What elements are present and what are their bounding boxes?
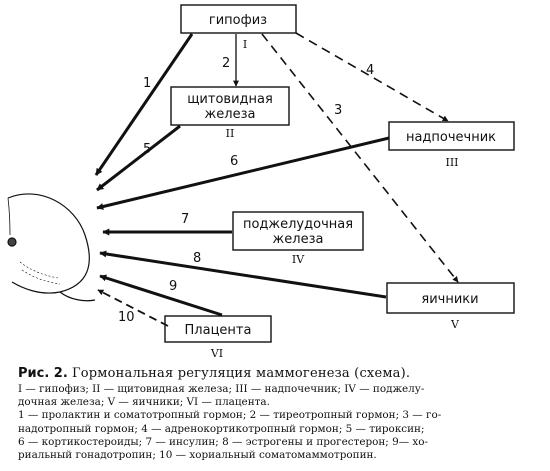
pituitary-roman: I	[243, 38, 247, 51]
arrow-number-4: 4	[366, 63, 374, 78]
caption-line-2: дочная железа; V — яичники; VI — плацент…	[18, 396, 270, 409]
arrow-10	[97, 289, 169, 327]
pancreas-label-line2: железа	[273, 232, 324, 247]
arrow-number-9: 9	[169, 279, 177, 294]
breast-illustration	[7, 193, 96, 302]
pancreas-label-line1: поджелудочная	[243, 217, 353, 232]
arrow-numbers: 1 2 3 4 5 6 7 8 9 10	[118, 56, 374, 325]
arrow-number-7: 7	[181, 212, 189, 227]
box-ovaries: яичники V	[386, 282, 515, 331]
box-placenta: Плацента VI	[164, 315, 272, 360]
caption-line-5: 6 — кортикостероиды; 7 — инсулин; 8 — эс…	[18, 435, 429, 448]
arrow-number-1: 1	[143, 76, 151, 91]
arrow-9	[99, 274, 223, 317]
placenta-roman: VI	[210, 347, 223, 360]
caption-title-line: Рис. 2. Гормональная регуляция маммогене…	[18, 366, 542, 382]
caption-line-4: надотропный гормон; 4 — адренокортикотро…	[18, 422, 425, 435]
pituitary-label: гипофиз	[209, 13, 267, 28]
caption-line-6: риальный гонадотропин; 10 — хориальный с…	[18, 449, 377, 462]
thyroid-label-line2: железа	[205, 107, 256, 122]
caption-line-1: I — гипофиз; II — щитовидная железа; III…	[18, 383, 425, 395]
arrow-8	[99, 250, 387, 299]
figure-label: Рис. 2.	[18, 366, 68, 381]
box-pancreas: поджелудочная железа IV	[232, 211, 364, 266]
hormone-regulation-diagram: гипофиз I щитовидная железа II надпочечн…	[7, 4, 515, 360]
arrow-number-2: 2	[222, 56, 230, 71]
thyroid-label-line1: щитовидная	[187, 92, 273, 107]
arrow-1	[94, 33, 194, 176]
box-adrenal: надпочечник III	[388, 121, 515, 169]
arrow-3	[261, 33, 459, 283]
arrow-number-5: 5	[143, 142, 151, 157]
ovaries-roman: V	[450, 318, 460, 331]
arrow-5	[96, 124, 181, 192]
pancreas-roman: IV	[292, 253, 305, 266]
figure-caption: Рис. 2. Гормональная регуляция маммогене…	[18, 366, 542, 462]
ovaries-label: яичники	[421, 292, 478, 307]
placenta-label: Плацента	[185, 323, 252, 338]
adrenal-label: надпочечник	[406, 130, 496, 145]
arrow-number-8: 8	[193, 251, 201, 266]
box-pituitary: гипофиз I	[180, 4, 297, 51]
thyroid-roman: II	[226, 127, 235, 140]
arrow-number-6: 6	[230, 154, 238, 169]
arrow-6	[96, 136, 390, 210]
box-thyroid: щитовидная железа II	[170, 86, 290, 140]
arrow-number-10: 10	[118, 310, 135, 325]
caption-line-3: 1 — пролактин и соматотропный гормон; 2 …	[18, 409, 442, 422]
figure-title: Гормональная регуляция маммогенеза (схем…	[71, 366, 411, 381]
adrenal-roman: III	[445, 156, 458, 169]
arrow-number-3: 3	[334, 103, 342, 118]
arrows	[94, 32, 459, 327]
